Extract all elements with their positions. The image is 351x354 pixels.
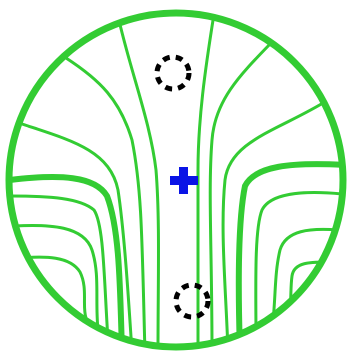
contour-line-major bbox=[10, 177, 122, 352]
plus-icon bbox=[170, 167, 198, 194]
dashed-circle-icon bbox=[176, 285, 208, 317]
contour-line bbox=[10, 196, 108, 340]
dashed-circle-icon bbox=[157, 57, 189, 89]
contour-line bbox=[288, 262, 330, 318]
